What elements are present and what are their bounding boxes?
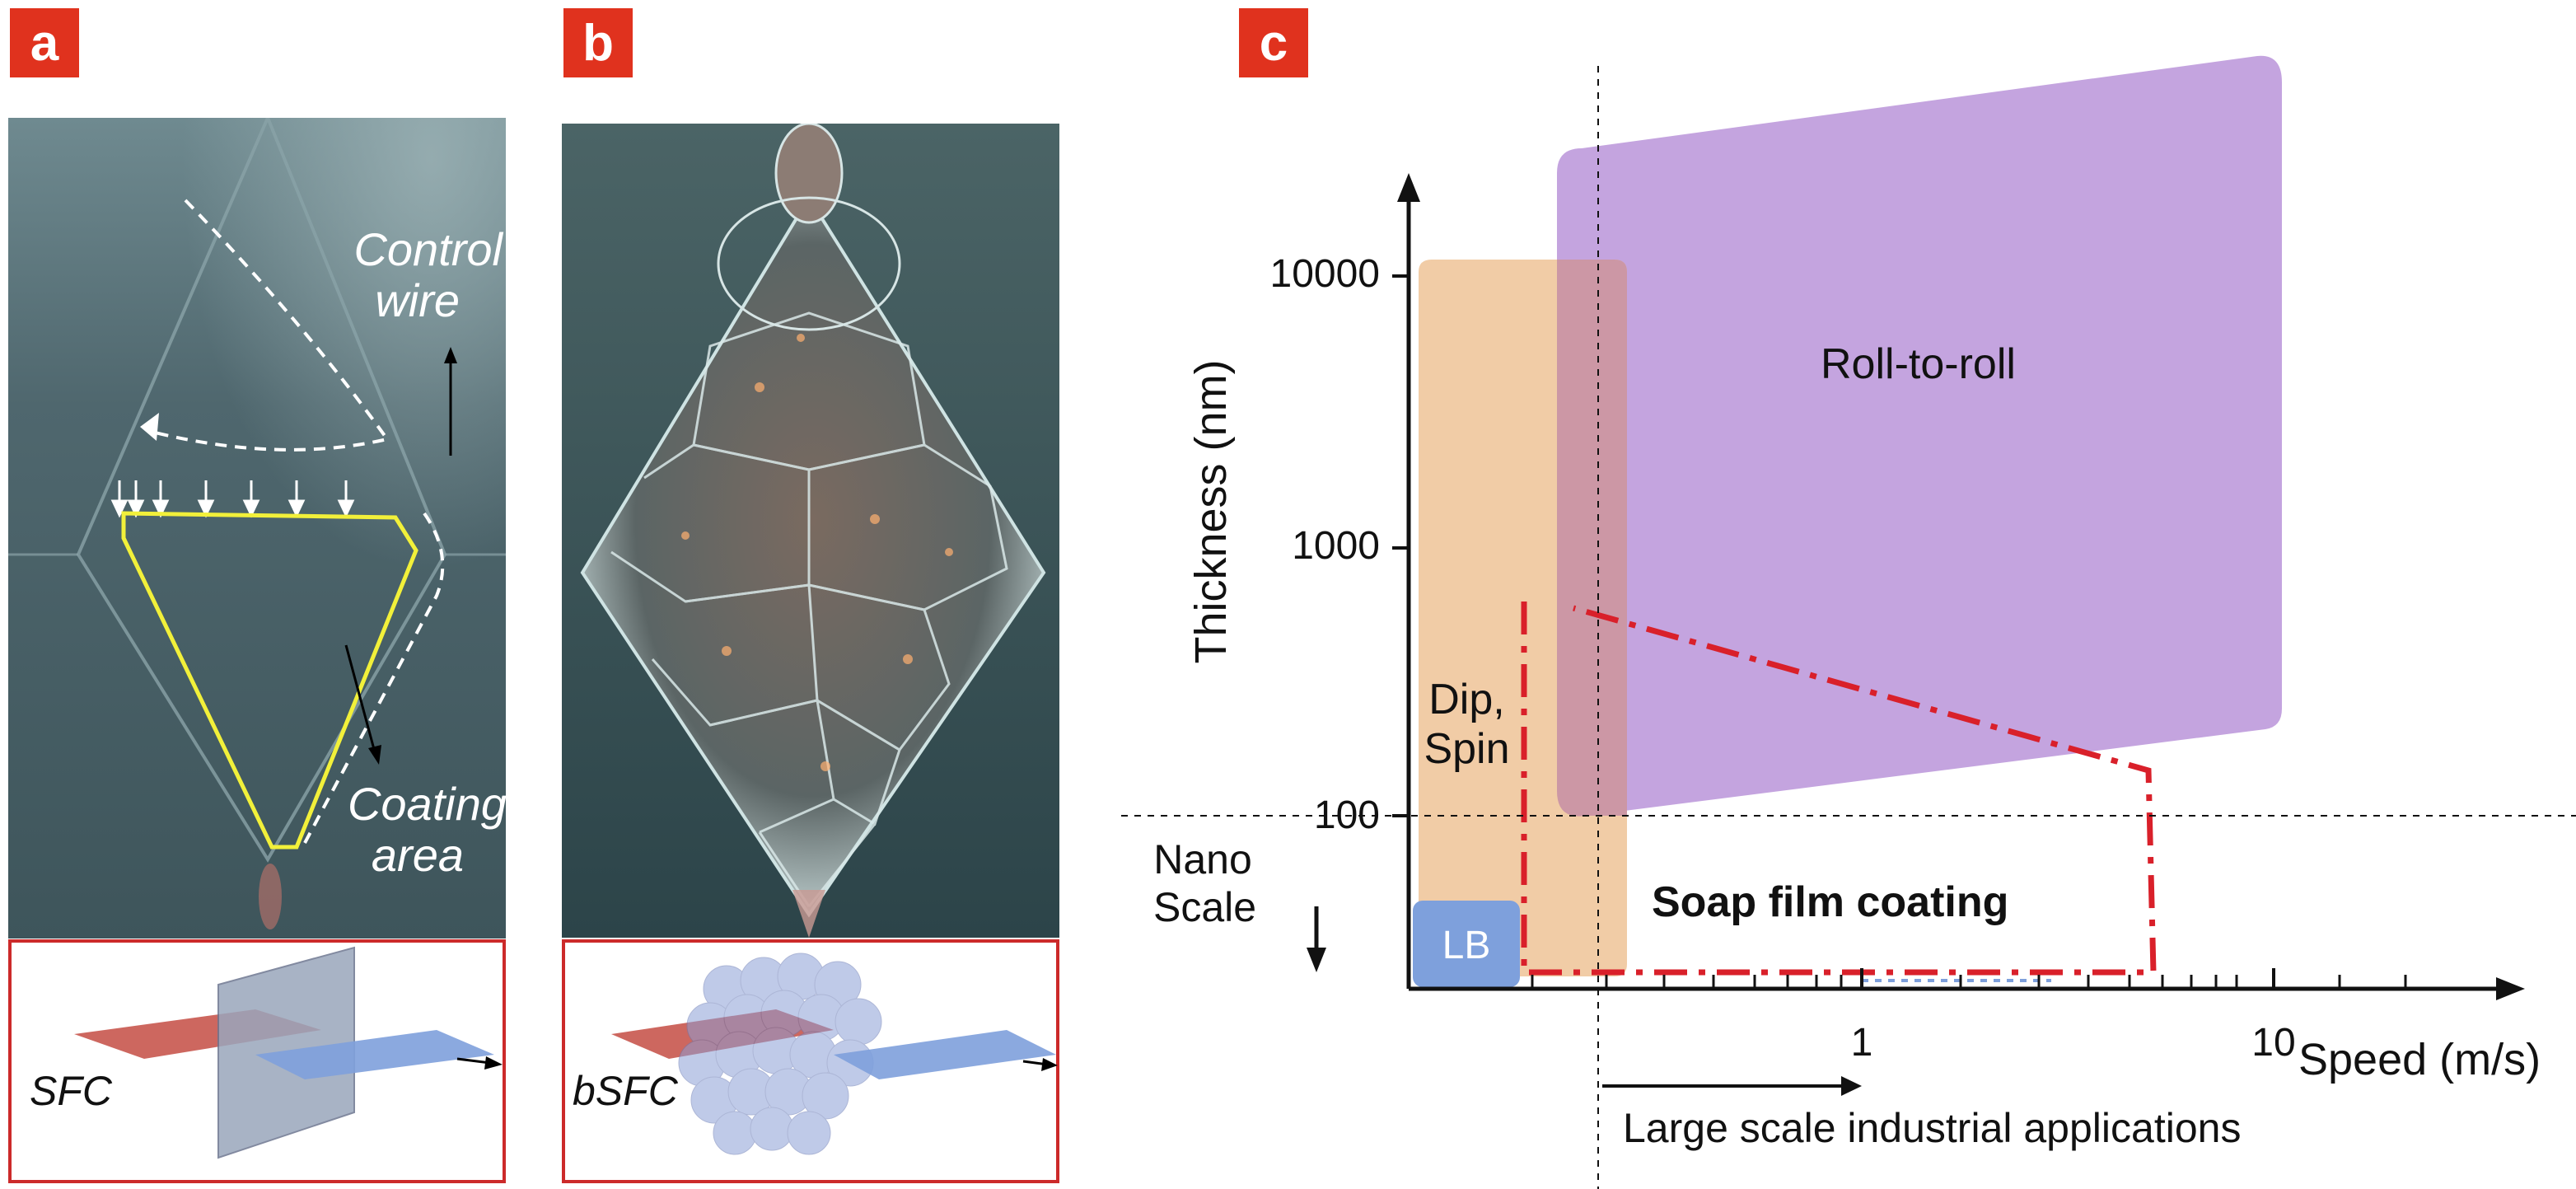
x-tick-10: 10 <box>2251 1021 2296 1065</box>
panel-b-tag: b <box>563 8 633 77</box>
roll-to-roll-label: Roll-to-roll <box>1821 340 2016 388</box>
y-tick-10000: 10000 <box>1269 252 1380 296</box>
panel-c-tag: c <box>1239 8 1308 77</box>
nano-scale-line1: Nano <box>1153 836 1252 882</box>
sfc-schematic <box>8 939 506 1183</box>
soap-film-label: Soap film coating <box>1652 878 2009 926</box>
panel-a-photo <box>8 118 506 939</box>
overlap-region <box>1557 260 1627 817</box>
spin-label: Spin <box>1424 724 1510 773</box>
y-axis-label: Thickness (nm) <box>1186 359 1236 664</box>
x-tick-1: 1 <box>1850 1021 1873 1065</box>
soap-film-region <box>1521 602 2157 976</box>
panel-b-photo <box>562 124 1059 938</box>
coating-area-label: Coating area <box>325 779 507 880</box>
control-wire-label-line1: Control <box>353 223 503 275</box>
nano-scale-line2: Scale <box>1153 883 1257 930</box>
coating-area-label-line1: Coating <box>347 778 507 830</box>
lb-label: LB <box>1442 924 1491 967</box>
y-tick-1000: 1000 <box>1292 524 1380 568</box>
control-wire-label: Control wire <box>325 224 503 325</box>
large-scale-label: Large scale industrial applications <box>1623 1105 2242 1151</box>
bsfc-schematic <box>562 939 1059 1183</box>
panel-c-chart <box>1121 55 2576 1189</box>
panel-a-tag: a <box>10 8 79 77</box>
x-axis-label: Speed (m/s) <box>2298 1035 2541 1084</box>
roll-to-roll-region <box>1557 55 2282 817</box>
control-wire-label-line2: wire <box>375 274 460 326</box>
y-tick-100: 100 <box>1313 793 1380 837</box>
dip-label: Dip, <box>1428 676 1505 723</box>
lb-region <box>1413 901 1520 987</box>
coating-area-label-line2: area <box>371 828 464 881</box>
bsfc-label: bSFC <box>573 1068 678 1114</box>
dip-spin-label: Dip, Spin <box>1415 676 1518 775</box>
sfc-label: SFC <box>30 1068 112 1114</box>
nano-scale-label: Nano Scale <box>1153 836 1257 931</box>
